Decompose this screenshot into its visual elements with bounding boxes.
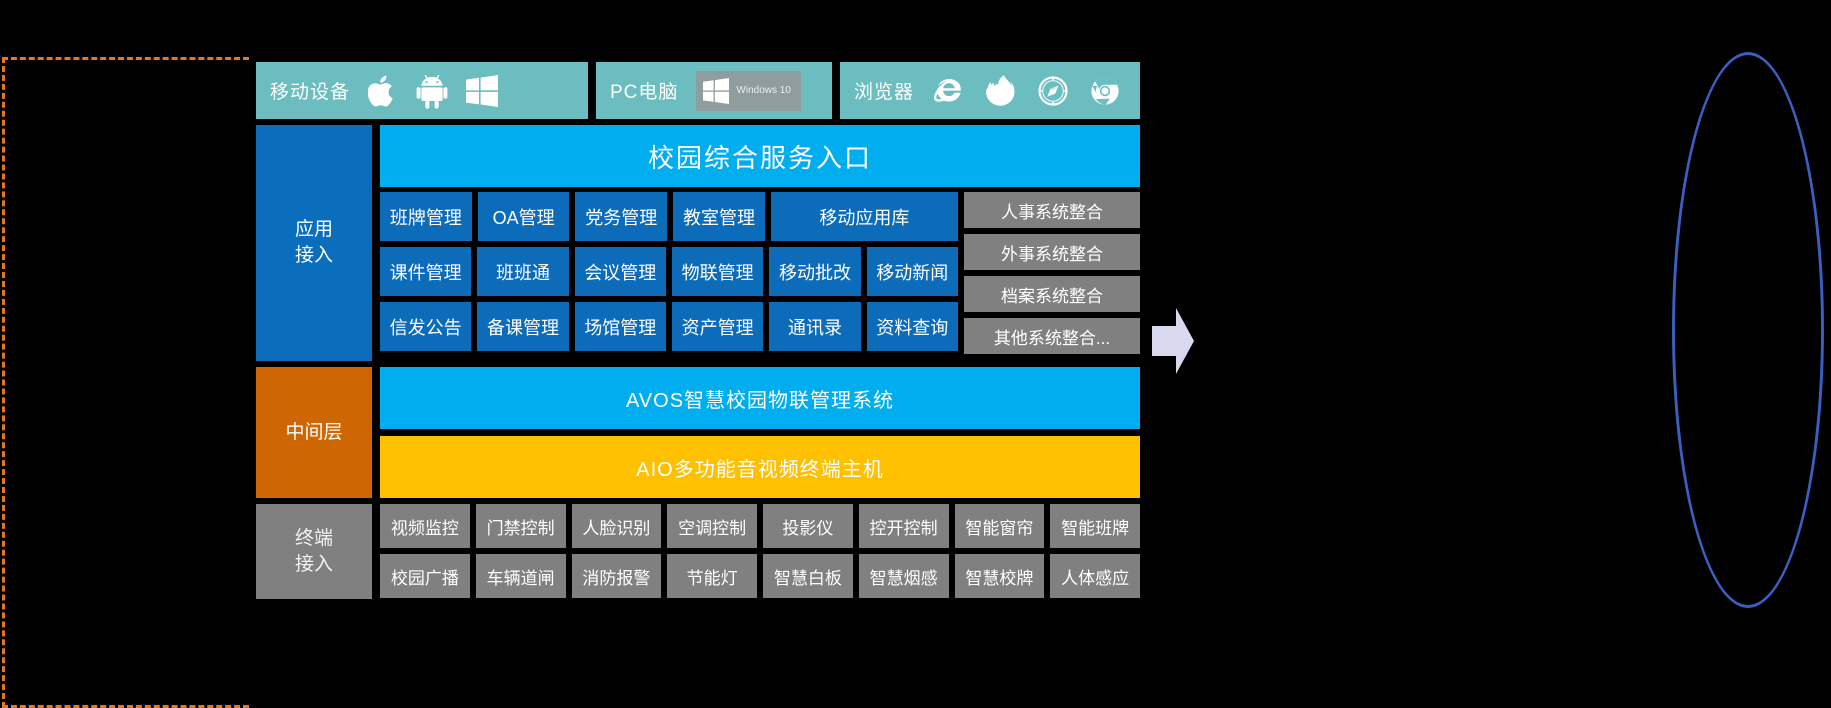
terminal-human-presence-sensor[interactable]: 人体感应 xyxy=(1050,554,1140,598)
terminal-layer-label-line2: 接入 xyxy=(294,553,333,575)
terminal-projector[interactable]: 投影仪 xyxy=(763,504,853,548)
pc-icon-set: Windows 10 xyxy=(696,70,801,111)
app-module-beike[interactable]: 备课管理 xyxy=(477,302,569,351)
terminal-layer-label-line1: 终端 xyxy=(294,527,333,549)
terminal-smart-class-board[interactable]: 智能班牌 xyxy=(1050,504,1140,548)
terminal-access-control[interactable]: 门禁控制 xyxy=(475,504,566,548)
internet-explorer-icon xyxy=(932,74,966,108)
integration-foreign-affairs-system[interactable]: 外事系统整合 xyxy=(964,234,1140,270)
application-layer-label-line1: 应用 xyxy=(294,219,333,241)
app-module-banpai[interactable]: 班牌管理 xyxy=(380,192,472,241)
terminal-video-surveillance[interactable]: 视频监控 xyxy=(380,504,470,548)
terminal-smart-curtain[interactable]: 智能窗帘 xyxy=(954,504,1045,548)
app-module-wulian[interactable]: 物联管理 xyxy=(671,247,764,296)
app-module-changguan[interactable]: 场馆管理 xyxy=(574,302,666,351)
terminal-fire-alarm[interactable]: 消防报警 xyxy=(571,554,662,598)
app-module-oa[interactable]: OA管理 xyxy=(477,192,570,241)
terminal-layer-label: 终端 接入 xyxy=(256,504,372,599)
application-layer: 应用 接入 校园综合服务入口 班牌管理 OA管理 党务管理 教室管理 移动应用库 xyxy=(256,125,1140,361)
app-module-mobile-grading[interactable]: 移动批改 xyxy=(769,247,861,296)
ellipse-outline xyxy=(1672,52,1824,608)
terminal-row: 视频监控 门禁控制 人脸识别 空调控制 投影仪 控开控制 智能窗帘 智能班牌 xyxy=(380,504,1140,548)
middleware-layer: 中间层 AVOS智慧校园物联管理系统 AIO多功能音视频终端主机 xyxy=(256,367,1140,498)
mobile-icon-set xyxy=(368,73,499,109)
chrome-icon xyxy=(1088,74,1122,108)
terminal-face-recognition[interactable]: 人脸识别 xyxy=(571,504,662,548)
app-row: 课件管理 班班通 会议管理 物联管理 移动批改 移动新闻 xyxy=(380,247,958,296)
app-module-huiyi[interactable]: 会议管理 xyxy=(574,247,666,296)
client-group-pc-label: PC电脑 xyxy=(610,82,679,103)
avos-platform-label: AVOS智慧校园物联管理系统 xyxy=(625,389,895,412)
app-module-dangwu[interactable]: 党务管理 xyxy=(575,192,668,241)
windows-icon xyxy=(466,74,499,107)
system-integration-column: 人事系统整合 外事系统整合 档案系统整合 其他系统整合... xyxy=(964,192,1140,354)
apple-icon xyxy=(368,73,398,109)
application-modules-grid: 班牌管理 OA管理 党务管理 教室管理 移动应用库 课件管理 班班通 会议管理 … xyxy=(380,192,958,354)
middleware-layer-label: 中间层 xyxy=(256,367,372,498)
aio-host-bar[interactable]: AIO多功能音视频终端主机 xyxy=(380,436,1140,498)
campus-portal-bar[interactable]: 校园综合服务入口 xyxy=(380,125,1140,187)
terminal-switch-control[interactable]: 控开控制 xyxy=(858,504,949,548)
app-row: 班牌管理 OA管理 党务管理 教室管理 移动应用库 xyxy=(380,192,958,241)
terminal-smart-campus-card[interactable]: 智慧校牌 xyxy=(954,554,1045,598)
terminal-layer: 终端 接入 视频监控 门禁控制 人脸识别 空调控制 投影仪 控开控制 智能窗帘 … xyxy=(256,504,1140,599)
app-module-kejian[interactable]: 课件管理 xyxy=(380,247,472,296)
terminal-campus-broadcast[interactable]: 校园广播 xyxy=(380,554,470,598)
windows10-badge: Windows 10 xyxy=(696,70,801,111)
windows10-label: Windows 10 xyxy=(736,85,791,96)
app-row: 信发公告 备课管理 场馆管理 资产管理 通讯录 资料查询 xyxy=(380,302,958,351)
application-modules-area: 班牌管理 OA管理 党务管理 教室管理 移动应用库 课件管理 班班通 会议管理 … xyxy=(380,192,1140,354)
client-group-browser: 浏览器 xyxy=(840,62,1140,119)
client-group-pc: PC电脑 Windows 10 xyxy=(596,62,832,119)
campus-portal-label: 校园综合服务入口 xyxy=(647,142,872,173)
safari-icon xyxy=(1036,74,1070,108)
avos-platform-bar[interactable]: AVOS智慧校园物联管理系统 xyxy=(380,367,1140,429)
terminal-energy-saving-lamp[interactable]: 节能灯 xyxy=(667,554,757,598)
firefox-icon xyxy=(984,74,1018,108)
integration-archive-system[interactable]: 档案系统整合 xyxy=(964,276,1140,312)
client-group-mobile-label: 移动设备 xyxy=(270,82,351,103)
integration-other-systems[interactable]: 其他系统整合... xyxy=(964,318,1140,354)
application-layer-label-line2: 接入 xyxy=(294,245,333,266)
android-icon xyxy=(416,73,448,109)
app-module-jiaoshi[interactable]: 教室管理 xyxy=(673,192,765,241)
app-module-banbantong[interactable]: 班班通 xyxy=(477,247,569,296)
terminal-smart-whiteboard[interactable]: 智慧白板 xyxy=(763,554,853,598)
dashed-selection-frame xyxy=(2,57,249,708)
terminal-vehicle-barrier[interactable]: 车辆道闸 xyxy=(475,554,566,598)
browser-icon-set xyxy=(932,74,1122,108)
middleware-layer-label-text: 中间层 xyxy=(285,421,343,443)
terminal-air-conditioner-control[interactable]: 空调控制 xyxy=(667,504,757,548)
aio-host-label: AIO多功能音视频终端主机 xyxy=(636,458,884,481)
application-layer-label: 应用 接入 xyxy=(256,125,372,361)
terminal-row: 校园广播 车辆道闸 消防报警 节能灯 智慧白板 智慧烟感 智慧校牌 人体感应 xyxy=(380,554,1140,598)
windows-icon xyxy=(703,77,730,104)
app-module-ziliaochaxun[interactable]: 资料查询 xyxy=(866,302,958,351)
client-devices-row: 移动设备 xyxy=(256,62,1140,119)
app-module-xinfa[interactable]: 信发公告 xyxy=(380,302,472,351)
terminal-smart-smoke-sensor[interactable]: 智慧烟感 xyxy=(858,554,949,598)
integration-hr-system[interactable]: 人事系统整合 xyxy=(964,192,1140,228)
app-module-tongxunlu[interactable]: 通讯录 xyxy=(769,302,861,351)
client-group-browser-label: 浏览器 xyxy=(854,82,915,103)
architecture-diagram: 移动设备 xyxy=(256,62,1140,708)
app-module-zichan[interactable]: 资产管理 xyxy=(671,302,764,351)
client-group-mobile: 移动设备 xyxy=(256,62,588,119)
app-module-mobile-news[interactable]: 移动新闻 xyxy=(866,247,958,296)
app-module-mobile-appstore[interactable]: 移动应用库 xyxy=(770,192,958,241)
right-arrow-icon xyxy=(1152,308,1194,374)
